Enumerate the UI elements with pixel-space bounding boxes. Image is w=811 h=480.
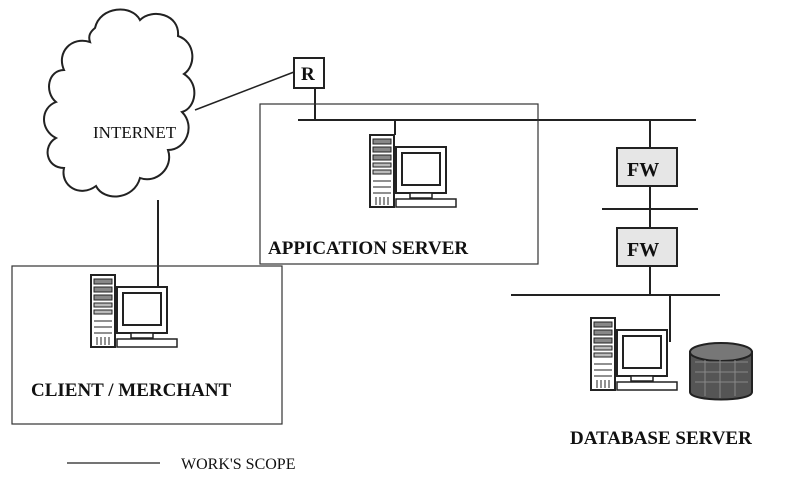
firewall-bottom-box — [616, 227, 678, 267]
router-label: R — [301, 64, 315, 85]
db-workstation-icon — [590, 317, 678, 391]
database-server-label: DATABASE SERVER — [570, 428, 752, 449]
client-scope-box — [11, 265, 283, 425]
app-server-scope-box — [259, 103, 539, 265]
database-cylinder-icon — [689, 342, 753, 401]
internet-label: INTERNET — [93, 123, 177, 142]
firewall-top-box — [616, 147, 678, 187]
firewall-top-label: FW — [627, 159, 659, 181]
firewall-bottom-label: FW — [627, 239, 659, 261]
internet-cloud — [43, 8, 196, 198]
app-server-workstation-icon — [369, 134, 457, 208]
router-box — [293, 57, 325, 89]
client-label: CLIENT / MERCHANT — [31, 380, 232, 401]
internet-router-link — [194, 71, 295, 111]
client-workstation-icon — [90, 274, 178, 348]
legend-label: WORK'S SCOPE — [181, 456, 295, 473]
app-server-label: APPICATION SERVER — [268, 238, 468, 259]
